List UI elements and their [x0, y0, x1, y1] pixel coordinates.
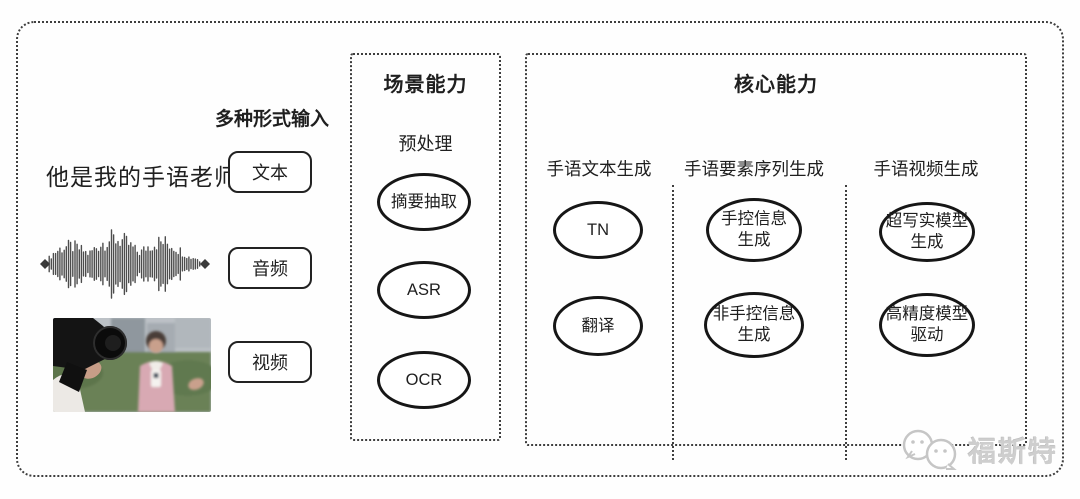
input-heading: 多种形式输入	[214, 109, 330, 130]
core-capability-box: 核心能力	[525, 53, 1027, 460]
input-box-text-label: 文本	[252, 163, 288, 183]
input-box-text: 文本	[228, 151, 312, 193]
oval-ocr: OCR	[377, 351, 471, 409]
oval-summary-extraction: 摘要抽取	[377, 173, 471, 231]
input-box-video-label: 视频	[252, 353, 288, 373]
scene-capability-box: 场景能力 预处理	[350, 53, 501, 441]
preprocessing-label: 预处理	[398, 134, 453, 154]
oval-manual-info-generation-label: 手控信息 生成	[721, 210, 787, 249]
oval-hyperrealistic-model-generation: 超写实模型 生成	[879, 202, 975, 262]
column-label-text-generation: 手语文本生成	[546, 159, 652, 179]
oval-high-precision-model-driving-label: 高精度模型 驱动	[885, 305, 969, 344]
oval-ocr-label: OCR	[405, 370, 443, 389]
input-box-video: 视频	[228, 341, 312, 383]
oval-asr-label: ASR	[407, 280, 441, 299]
outer-frame	[16, 21, 1064, 477]
oval-non-manual-info-generation: 非手控信息 生成	[704, 292, 804, 358]
oval-translation: 翻译	[553, 296, 643, 356]
oval-high-precision-model-driving: 高精度模型 驱动	[879, 293, 975, 357]
reporter-filming-photo	[53, 318, 211, 412]
photo-illustration	[53, 318, 211, 412]
column-label-video-generation: 手语视频生成	[873, 159, 979, 179]
oval-translation-label: 翻译	[581, 316, 615, 335]
text-input-sample: 他是我的手语老师	[46, 164, 238, 190]
oval-manual-info-generation: 手控信息 生成	[706, 198, 802, 262]
oval-summary-extraction-label: 摘要抽取	[391, 192, 457, 211]
oval-non-manual-info-generation-label: 非手控信息 生成	[712, 305, 796, 344]
scene-box-title: 场景能力	[383, 74, 468, 96]
column-label-element-sequence: 手语要素序列生成	[684, 159, 824, 179]
input-box-audio-label: 音频	[252, 259, 288, 279]
oval-tn: TN	[553, 201, 643, 259]
core-box-title: 核心能力	[734, 74, 818, 96]
column-divider-1	[672, 185, 674, 460]
oval-asr: ASR	[377, 261, 471, 319]
audio-waveform-icon	[40, 229, 210, 299]
column-divider-2	[845, 185, 847, 460]
input-box-audio: 音频	[228, 247, 312, 289]
oval-tn-label: TN	[587, 220, 609, 239]
oval-hyperrealistic-model-generation-label: 超写实模型 生成	[885, 212, 969, 251]
